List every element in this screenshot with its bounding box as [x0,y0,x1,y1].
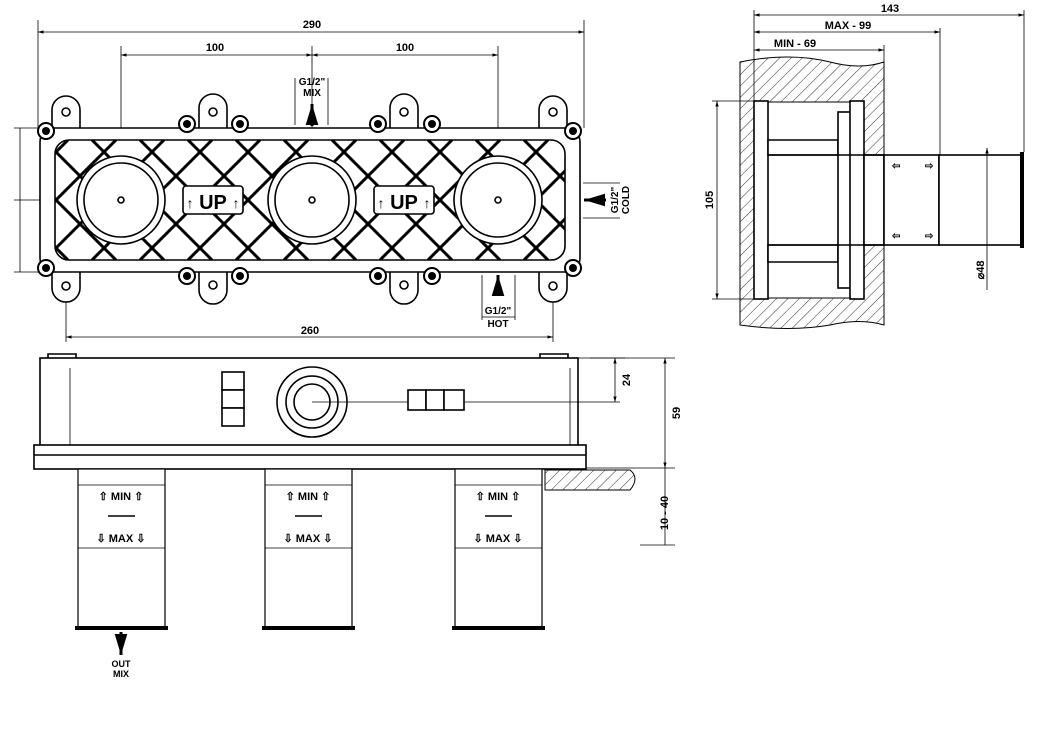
svg-text:COLD: COLD [621,186,632,214]
svg-text:105: 105 [704,191,716,209]
sleeves: ⇧ MIN ⇧ ⇩ MAX ⇩ ⇧ MIN ⇧ ⇩ MAX ⇩ ⇧ MIN ⇧ ⇩ MAX… [75,468,545,630]
screw-icon [178,267,196,285]
outlet-mix: OUT MIX [112,632,132,679]
svg-text:59: 59 [671,407,683,419]
svg-text:260: 260 [301,325,319,337]
svg-text:MAX - 99: MAX - 99 [825,20,871,32]
screw-icon [231,267,249,285]
svg-text:UP: UP [199,192,227,214]
screw-icon [37,122,55,140]
screw-icon [564,259,582,277]
svg-text:⇨: ⇨ [925,231,934,242]
cartridge-block-right [407,389,465,411]
screw-icon [369,115,387,133]
screw-icon [178,115,196,133]
screws [37,115,582,285]
svg-text:⌀48: ⌀48 [975,261,987,280]
screw-icon [231,115,249,133]
sleeve-max-label: ⇩ MAX ⇩ [97,533,146,545]
wall-section [544,469,636,491]
sleeve-min-label: ⇧ MIN ⇧ [99,491,144,503]
svg-text:UP: UP [390,192,418,214]
elevation-view: 24 59 10 - 40 ⇧ MIN ⇧ ⇩ MAX ⇩ ⇧ MIN ⇧ ⇩ MAX… [33,353,683,679]
sleeve: ⇧ MIN ⇧ ⇩ MAX ⇩ [262,468,355,630]
svg-text:⇦: ⇦ [891,161,901,172]
side-view: ⇦ ⇨ ⇦ ⇨ 143 MAX - 99 MIN - 69 105 ⌀48 [704,3,1025,329]
mix-inlet-label: G1/2" MIX [294,77,329,126]
svg-text:143: 143 [881,3,899,15]
svg-text:G1/2": G1/2" [299,77,326,88]
screw-icon [369,267,387,285]
svg-text:G1/2": G1/2" [610,187,621,214]
up-marker-2: UP ↑ ↑ [373,185,435,215]
svg-text:MIX: MIX [303,88,321,99]
cartridge-block-left [221,371,245,427]
outlet-pipe [938,154,1022,246]
svg-text:HOT: HOT [487,319,508,330]
front-view: 290 100 100 260 UP [14,19,632,342]
svg-text:⇦: ⇦ [891,231,901,242]
sleeve-min-label: ⇧ MIN ⇧ [476,491,521,503]
svg-text:10 - 40: 10 - 40 [659,496,671,530]
valve-bores [76,155,543,245]
svg-text:100: 100 [206,42,224,54]
svg-text:MIX: MIX [113,669,129,679]
adjustable-sleeve [883,154,940,246]
screw-icon [564,122,582,140]
svg-text:G1/2": G1/2" [485,306,512,317]
svg-text:OUT: OUT [112,659,132,669]
diverter-knob [276,366,620,438]
svg-text:↑: ↑ [187,195,194,211]
svg-text:↑: ↑ [424,195,431,211]
screw-icon [423,115,441,133]
sleeve: ⇧ MIN ⇧ ⇩ MAX ⇩ [452,468,545,630]
dimension-59: 59 [586,357,683,469]
housing-flange [33,444,587,470]
dimension-290: 290 [37,19,585,128]
svg-text:⇨: ⇨ [925,161,934,172]
hot-inlet-label: G1/2" HOT [481,275,516,330]
dimension-diameter-48: ⌀48 [975,148,989,290]
dimension-143: 143 [753,3,1025,152]
screw-icon [423,267,441,285]
svg-text:24: 24 [621,373,633,386]
up-marker-1: UP ↑ ↑ [182,185,244,215]
svg-text:↑: ↑ [233,195,240,211]
dimension-24: 24 [578,357,633,402]
svg-text:MIN - 69: MIN - 69 [774,38,816,50]
mounting-ears [51,93,568,305]
sleeve: ⇧ MIN ⇧ ⇩ MAX ⇩ [75,468,168,630]
sleeve-min-label: ⇧ MIN ⇧ [286,491,331,503]
dimension-10-40: 10 - 40 [640,468,675,546]
dimension-105: 105 [704,100,754,300]
cold-inlet-label: G1/2" COLD [583,182,632,219]
dimension-260: 260 [65,286,554,342]
sleeve-max-label: ⇩ MAX ⇩ [284,533,333,545]
screw-icon [37,259,55,277]
sleeve-max-label: ⇩ MAX ⇩ [474,533,523,545]
svg-text:↑: ↑ [378,195,385,211]
dimension-min-69: MIN - 69 [754,38,885,155]
svg-text:100: 100 [396,42,414,54]
svg-text:290: 290 [303,19,321,31]
dimension-100-right: 100 [312,42,498,57]
dimension-max-99: MAX - 99 [754,20,941,155]
